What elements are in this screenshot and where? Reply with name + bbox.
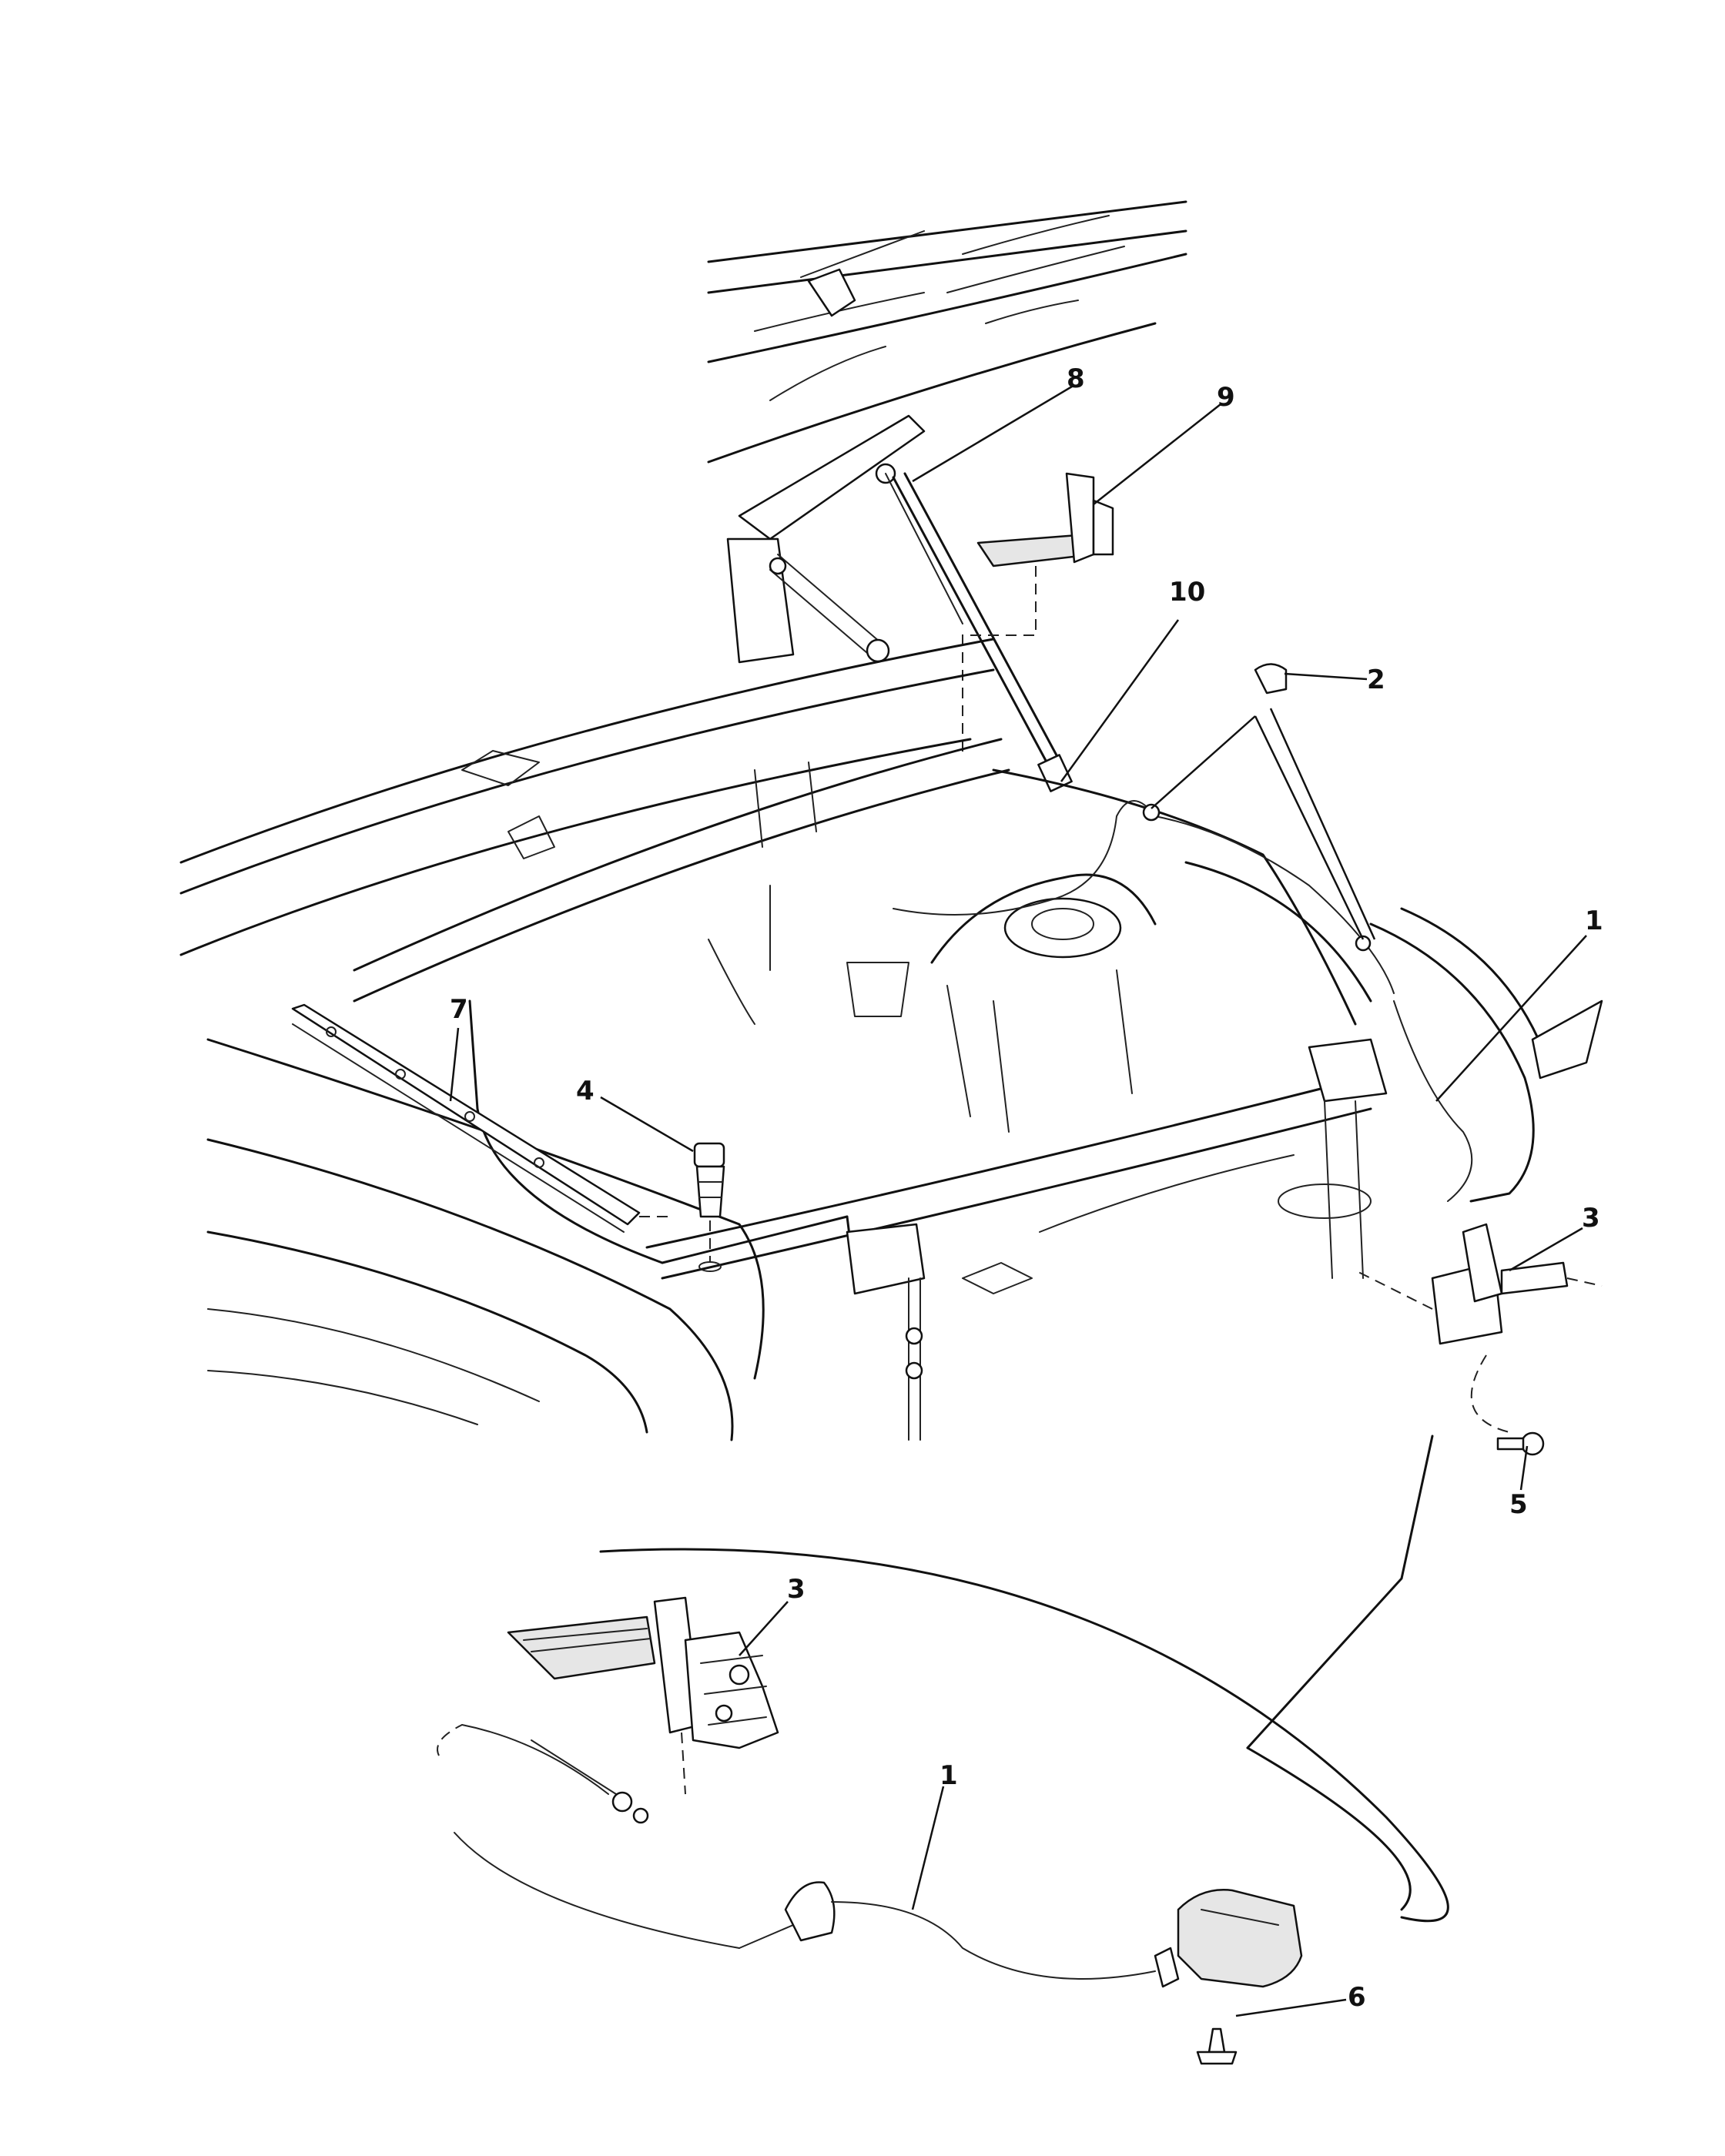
callout-7: 7 (450, 994, 468, 1025)
hood-panel (707, 200, 1187, 464)
callout-4: 4 (576, 1076, 595, 1106)
callout-5: 5 (1509, 1489, 1528, 1520)
callout-10: 10 (1169, 577, 1205, 608)
release-cable-detail (437, 1724, 1303, 1988)
hood-latch-upper (1355, 1223, 1603, 1433)
callout-2: 2 (1367, 665, 1385, 695)
hood-bumper-4 (693, 1142, 725, 1272)
callout-1: 1 (1585, 906, 1603, 936)
leader-lines (449, 385, 1587, 2017)
body-structure (179, 638, 1010, 1441)
callout-6: 6 (1348, 1982, 1366, 2013)
callout-3: 3 (1582, 1203, 1600, 1234)
seal-strip (291, 1003, 670, 1233)
radiator-crossmember (645, 1038, 1388, 1441)
hood-bumper-stop (962, 472, 1114, 755)
callout-labels: 8 9 10 2 1 7 4 3 5 3 1 6 (450, 363, 1603, 2013)
hood-hinge-assembly (726, 414, 1073, 792)
handle-screw (1196, 2027, 1238, 2065)
callout-3-detail: 3 (787, 1574, 806, 1605)
callout-8: 8 (1067, 363, 1085, 394)
cable-clip (1142, 663, 1372, 952)
latch-bolt (1496, 1431, 1545, 1456)
hood-latch-detail (507, 1596, 779, 1795)
detail-view-boundary (599, 1435, 1449, 1923)
callout-9: 9 (1217, 382, 1235, 413)
release-cable-upper (893, 800, 1473, 1202)
callout-1-detail: 1 (940, 1760, 958, 1791)
inner-fender (708, 768, 1603, 1203)
